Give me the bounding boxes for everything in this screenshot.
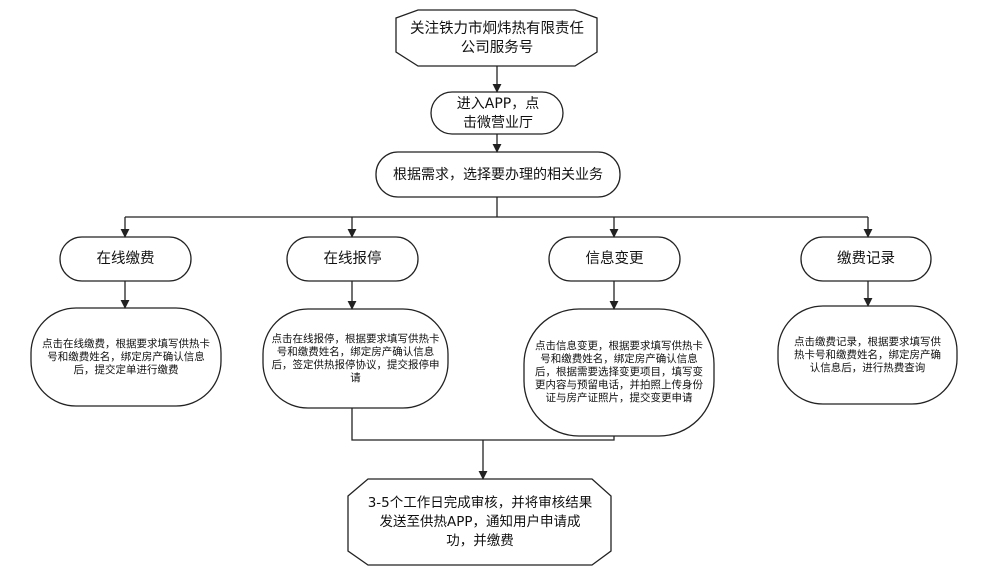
step1-node-text: 进入APP，点击微营业厅	[450, 94, 546, 134]
end-node-text: 3-5个工作日完成审核，并将审核结果发送至供热APP，通知用户申请成功，并缴费	[366, 482, 594, 562]
service-1-node-text: 在线缴费	[60, 237, 191, 281]
end-label: 3-5个工作日完成审核，并将审核结果发送至供热APP，通知用户申请成功，并缴费	[367, 494, 593, 549]
service-4-desc: 点击缴费记录，根据要求填写供热卡号和缴费姓名，绑定房产确认信息后，进行热费查询	[794, 335, 941, 374]
service-4-label: 缴费记录	[837, 251, 895, 267]
end-hexagon	[347, 478, 612, 566]
step2-label: 根据需求，选择要办理的相关业务	[393, 166, 603, 183]
service-4-node-text: 缴费记录	[801, 237, 931, 281]
service-1-desc-text: 点击在线缴费，根据要求填写供热卡号和缴费姓名，绑定房产确认信息后，提交定单进行缴…	[42, 312, 210, 402]
service-4-desc-text: 点击缴费记录，根据要求填写供热卡号和缴费姓名，绑定房产确认信息后，进行热费查询	[790, 310, 945, 400]
service-3-desc-box	[523, 308, 715, 437]
service-2-label: 在线报停	[323, 251, 382, 267]
start-node-text: 关注铁力市炯炜热有限责任公司服务号	[410, 13, 584, 65]
service-3-label: 信息变更	[585, 251, 644, 267]
service-1-label: 在线缴费	[96, 251, 155, 267]
service-2-node-text: 在线报停	[287, 237, 418, 281]
service-1-desc: 点击在线缴费，根据要求填写供热卡号和缴费姓名，绑定房产确认信息后，提交定单进行缴…	[42, 337, 210, 376]
service-3-node-text: 信息变更	[549, 237, 680, 281]
service-2-desc-text: 点击在线报停，根据要求填写供热卡号和缴费姓名，绑定房产确认信息后，签定供热报停协…	[270, 313, 441, 404]
step2-node-text: 根据需求，选择要办理的相关业务	[388, 154, 608, 196]
service-3-desc: 点击信息变更，根据要求填写供热卡号和缴费姓名，绑定房产确认信息后，根据需要选择变…	[535, 340, 703, 404]
step1-label: 进入APP，点击微营业厅	[456, 96, 540, 131]
start-label: 关注铁力市炯炜热有限责任公司服务号	[410, 21, 584, 56]
service-3-desc-text: 点击信息变更，根据要求填写供热卡号和缴费姓名，绑定房产确认信息后，根据需要选择变…	[530, 312, 708, 433]
start-hexagon	[395, 9, 598, 67]
service-2-desc: 点击在线报停，根据要求填写供热卡号和缴费姓名，绑定房产确认信息后，签定供热报停协…	[271, 332, 440, 384]
